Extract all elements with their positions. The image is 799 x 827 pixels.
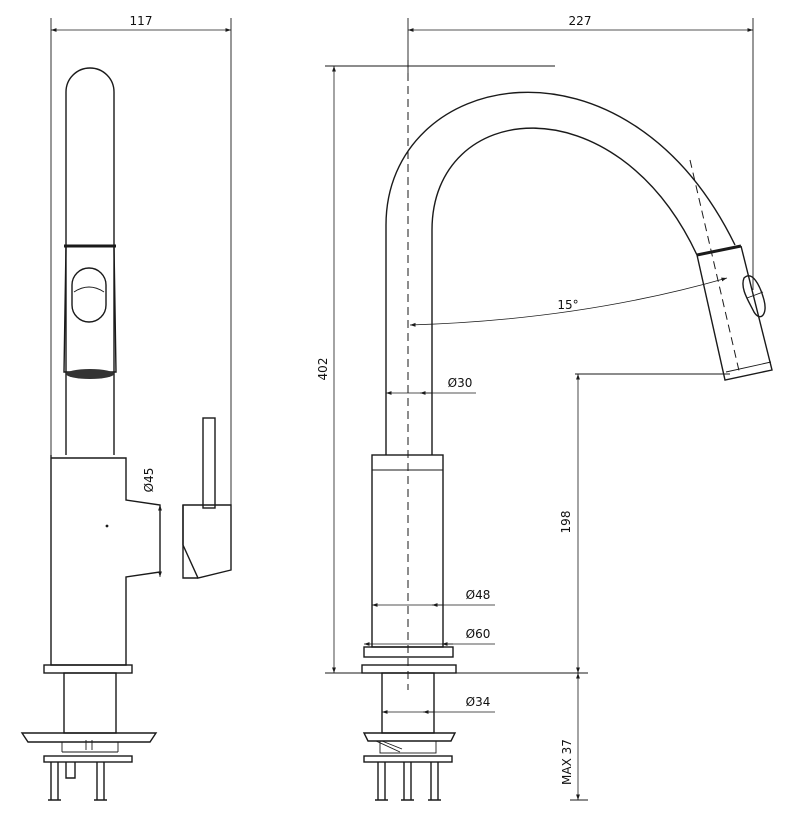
dimension-shank-label: Ø34 <box>466 695 491 709</box>
dimension-base-label: Ø60 <box>466 627 491 641</box>
bolt-mid-side <box>65 762 76 779</box>
swivel-angle-arc <box>409 277 728 327</box>
washer-side <box>43 755 133 763</box>
body-marker-dot <box>105 524 109 528</box>
dimension-spout-label: Ø30 <box>448 376 473 390</box>
dimension-width-label: 117 <box>130 14 153 28</box>
lever-handle <box>202 417 216 509</box>
shank-front <box>381 672 435 734</box>
dimension-max-deck-label: MAX 37 <box>560 739 574 785</box>
dimension-reach-label: 227 <box>569 14 592 28</box>
lever-hub-edge <box>182 505 198 579</box>
bolt-right-front <box>428 762 441 801</box>
spray-button-divider <box>73 286 105 293</box>
base-front <box>363 646 454 658</box>
washer-front <box>363 755 453 763</box>
head-band-front <box>696 244 742 257</box>
front-view: 227 402 15° Ø30 Ø48 <box>316 14 773 801</box>
swivel-angle-label: 15° <box>557 298 578 312</box>
dimension-spout-height-label: 198 <box>559 511 573 534</box>
bolt-right-side <box>94 762 107 801</box>
mounting-plate-side <box>20 732 158 743</box>
bolt-left-side <box>48 762 61 801</box>
aerator-face <box>66 369 114 379</box>
shank-side <box>63 672 117 734</box>
pullout-head-outline <box>696 245 773 381</box>
bolt-mid-front <box>401 762 414 801</box>
lever-hub <box>182 504 232 579</box>
bolt-left-front <box>375 762 388 801</box>
pullout-button-front <box>742 275 766 318</box>
nut-front <box>379 740 437 754</box>
spray-button <box>71 267 107 323</box>
pullout-button-line <box>746 291 764 299</box>
nut-detail-side <box>85 740 93 750</box>
mounting-plate-front <box>362 732 457 742</box>
base-plate-side <box>43 664 133 674</box>
dimension-height-label: 402 <box>316 358 330 381</box>
pullout-head-tip <box>725 361 772 373</box>
spout-inner-curve <box>431 127 698 455</box>
side-view: 117 Ø45 <box>20 14 232 801</box>
spout-side-outline <box>65 67 115 455</box>
centerline-head <box>689 159 741 376</box>
dimension-lever-label: Ø45 <box>142 468 156 493</box>
nut-side <box>61 742 119 753</box>
dimension-body-label: Ø48 <box>466 588 491 602</box>
deck-plate-front <box>361 664 457 674</box>
spout-outer-curve <box>385 91 736 455</box>
